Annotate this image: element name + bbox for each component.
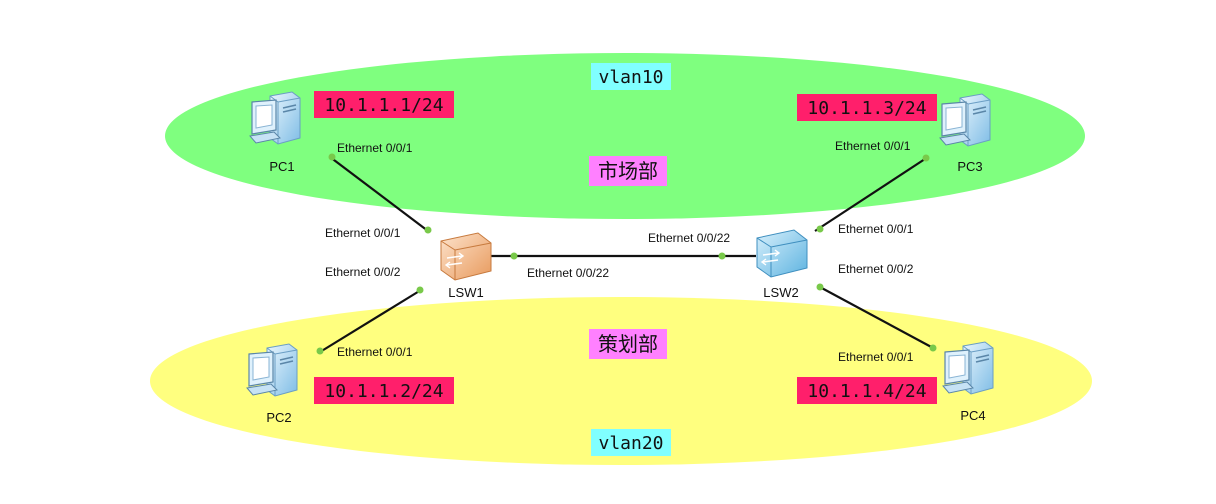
lsw1-port-to-pc2-label: Ethernet 0/0/2 [325, 265, 401, 279]
lsw1-port-to-pc1-label: Ethernet 0/0/1 [325, 226, 401, 240]
vlan20-label: vlan20 [598, 433, 663, 454]
pc3-node[interactable]: PC3 [939, 93, 991, 174]
pc2-port-label: Ethernet 0/0/1 [337, 345, 413, 359]
port-dot [922, 154, 930, 162]
link-pc4-lsw2 [817, 285, 936, 350]
vlan10-label: vlan10 [598, 67, 663, 88]
vlan20-zone [150, 297, 1092, 465]
dept-label-bg [589, 156, 667, 186]
vlan10-label-bg [591, 63, 671, 90]
pc1-port-label: Ethernet 0/0/1 [337, 141, 413, 155]
lsw2-node[interactable]: LSW2 [756, 229, 808, 300]
vlan20-label-bg [591, 429, 671, 456]
port-dots [316, 153, 937, 355]
dept-label-bg [589, 329, 667, 359]
pc2-name: PC2 [266, 410, 291, 425]
pc3-name: PC3 [957, 159, 982, 174]
port-dot [718, 252, 726, 260]
port-dot [424, 226, 432, 234]
port-dot [929, 344, 937, 352]
network-switch-icon [440, 232, 492, 281]
ip-label-bg [797, 377, 937, 404]
pc1-name: PC1 [269, 159, 294, 174]
link-pc3-lsw2 [814, 156, 929, 232]
port-dot [816, 283, 824, 291]
lsw1-name: LSW1 [448, 285, 483, 300]
pc2-node[interactable]: PC2 [246, 343, 298, 425]
port-dot [510, 252, 518, 260]
pc3-port-label: Ethernet 0/0/1 [835, 139, 911, 153]
lsw2-port-to-lsw1-label: Ethernet 0/0/22 [648, 231, 730, 245]
ip-label-bg [314, 377, 454, 404]
ip-label-bg [797, 94, 937, 121]
pc4-node[interactable]: PC4 [942, 341, 994, 423]
links [319, 156, 936, 353]
pc1-node[interactable]: PC1 [249, 91, 301, 174]
link-pc1-lsw1 [329, 156, 429, 232]
lsw2-name: LSW2 [763, 285, 798, 300]
pc1-ip-label: 10.1.1.1/24 [324, 95, 443, 116]
lsw1-node[interactable]: LSW1 [440, 232, 492, 300]
vlan10-department-label: 市场部 [598, 159, 658, 183]
pc4-ip-label: 10.1.1.4/24 [807, 381, 926, 402]
port-dot [328, 153, 336, 161]
pc3-ip-label: 10.1.1.3/24 [807, 98, 926, 119]
pc4-name: PC4 [960, 408, 985, 423]
lsw2-port-to-pc4-label: Ethernet 0/0/2 [838, 262, 914, 276]
port-dot [816, 225, 824, 233]
lsw2-port-to-pc3-label: Ethernet 0/0/1 [838, 222, 914, 236]
link-pc2-lsw1 [319, 289, 422, 353]
port-dot [316, 347, 324, 355]
port-dot [416, 286, 424, 294]
pc4-port-label: Ethernet 0/0/1 [838, 350, 914, 364]
pc2-ip-label: 10.1.1.2/24 [324, 381, 443, 402]
network-switch-icon [756, 229, 808, 278]
ip-label-bg [314, 91, 454, 118]
vlan20-department-label: 策划部 [598, 332, 658, 356]
lsw1-port-to-lsw2-label: Ethernet 0/0/22 [527, 266, 609, 280]
